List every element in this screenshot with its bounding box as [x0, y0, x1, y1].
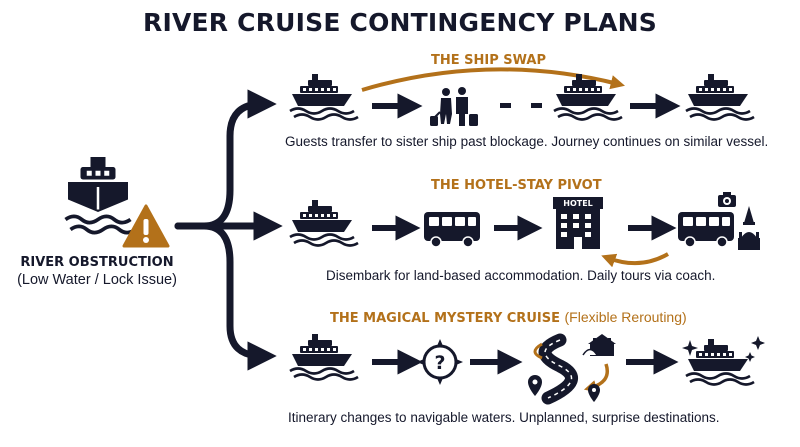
winding-river-icon — [533, 333, 616, 405]
page-title: RIVER CRUISE CONTINGENCY PLANS — [143, 8, 657, 37]
question-compass-icon: ? — [417, 339, 463, 385]
hotel-sign: HOTEL — [563, 199, 593, 208]
branch-connectors — [174, 89, 283, 371]
plan-heading-mystery-cruise-note: (Flexible Rerouting) — [564, 309, 687, 325]
bus-icon-tour — [677, 211, 735, 248]
ship-icon-destination — [684, 337, 756, 386]
hotel-icon: HOTEL — [553, 197, 603, 249]
origin-ship-icon — [64, 157, 137, 235]
plan-caption-hotel-stay: Disembark for land-based accommodation. … — [326, 268, 716, 283]
travelers-luggage-icon — [430, 87, 478, 126]
gold-transfer-arc — [361, 67, 625, 92]
warning-icon — [122, 204, 170, 248]
ship-icon-swap-start — [288, 72, 360, 121]
bus-icon-transfer — [423, 211, 481, 248]
dash-marker — [531, 103, 542, 108]
origin-title: RIVER OBSTRUCTION — [20, 255, 174, 270]
camera-icon — [718, 192, 736, 207]
origin-subtitle: (Low Water / Lock Issue) — [17, 272, 177, 288]
sparkle-icon — [682, 336, 765, 362]
plan-heading-ship-swap: THE SHIP SWAP — [431, 53, 546, 68]
plan-caption-mystery-cruise: Itinerary changes to navigable waters. U… — [288, 410, 720, 425]
ship-icon-mystery-start — [288, 332, 360, 381]
gold-return-arrow — [601, 252, 669, 268]
origin-label: RIVER OBSTRUCTION (Low Water / Lock Issu… — [4, 255, 190, 288]
landmark-icon — [738, 206, 760, 250]
plan-caption-ship-swap: Guests transfer to sister ship past bloc… — [285, 134, 769, 149]
ship-icon-continue — [684, 72, 756, 121]
plan-heading-mystery-cruise: THE MAGICAL MYSTERY CRUISE (Flexible Rer… — [330, 309, 687, 326]
map-pin-icon — [528, 375, 600, 402]
ship-icon-hotel-start — [288, 198, 360, 247]
plan-heading-hotel-stay: THE HOTEL-STAY PIVOT — [431, 178, 602, 193]
dash-marker — [500, 103, 511, 108]
svg-text:?: ? — [434, 352, 445, 374]
plan-heading-mystery-cruise-title: THE MAGICAL MYSTERY CRUISE — [330, 311, 560, 326]
